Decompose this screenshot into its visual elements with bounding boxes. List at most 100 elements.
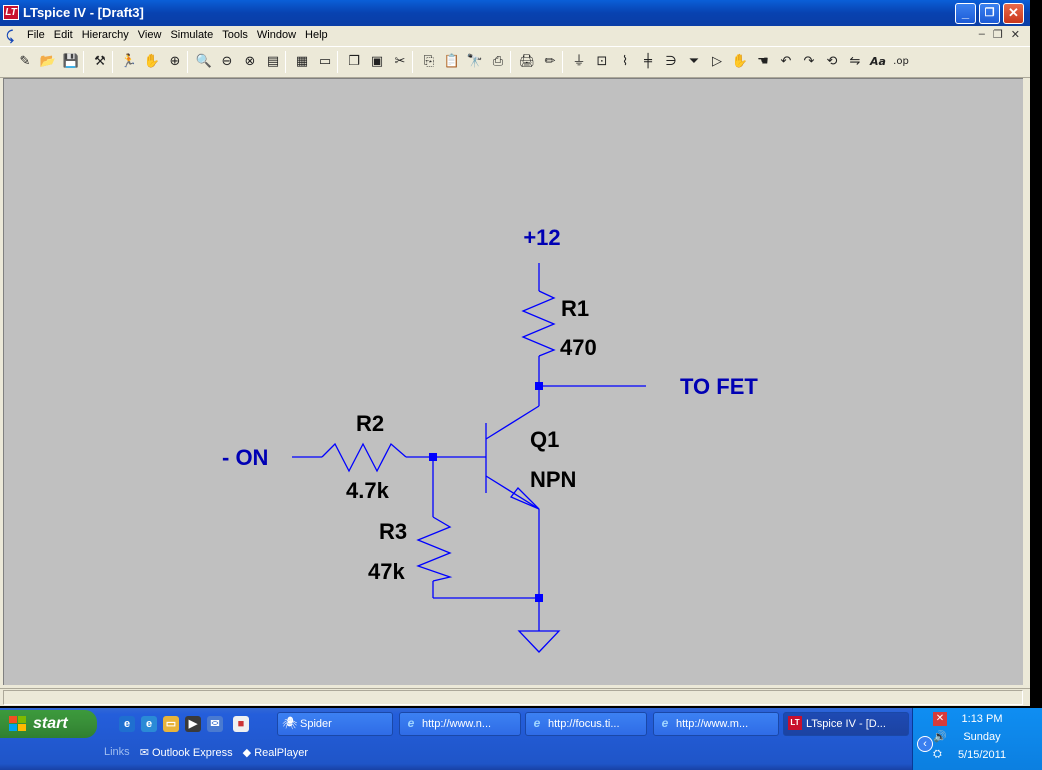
- ie-icon[interactable]: e: [141, 716, 157, 732]
- to-fet-label[interactable]: TO FET: [680, 374, 758, 399]
- print-setup-icon[interactable]: ⎙: [492, 54, 504, 69]
- toolbar: ✎ 📂 💾 ⚒ 🏃 ✋ ⊕ 🔍 ⊖ ⊗ ▤ ▦ ▭ ❐ ▣ ✂ ⎘ 📋 🔭 ⎙ 🖨 ✏ ⏚ ⊡ ⌇ ╪ ∋ ⏷ ▷ ✋ ☚ ↶ ↷ ⟲ ⇋ Aa .op: [0, 46, 1030, 78]
- toolbar-separator: [83, 51, 84, 73]
- tile-icon[interactable]: ▭: [318, 54, 332, 69]
- drag-icon[interactable]: ☚: [757, 54, 769, 69]
- menu-window[interactable]: Window: [256, 29, 297, 41]
- junction-collector: [535, 382, 543, 390]
- ground-icon[interactable]: ⏚: [572, 54, 586, 69]
- r3-value[interactable]: 47k: [368, 559, 405, 584]
- find-icon[interactable]: 🔭: [466, 54, 484, 69]
- outlook-icon[interactable]: ✉: [207, 716, 223, 732]
- redo-icon[interactable]: ↷: [803, 54, 815, 69]
- vcc-label[interactable]: +12: [523, 225, 560, 250]
- junction-ground: [535, 594, 543, 602]
- zoom-cancel-icon[interactable]: ⊗: [244, 54, 256, 69]
- menu-file[interactable]: File: [27, 29, 45, 41]
- cut-icon[interactable]: ✂: [394, 54, 406, 69]
- mdi-restore-button[interactable]: ❐: [992, 29, 1003, 41]
- resistor-r2[interactable]: [321, 442, 407, 473]
- menu-hierarchy[interactable]: Hierarchy: [81, 29, 129, 41]
- realplayer-link[interactable]: ◆ RealPlayer: [242, 747, 308, 759]
- volume-icon[interactable]: 🔊: [933, 731, 947, 743]
- spice-directive-icon[interactable]: .op: [893, 56, 909, 67]
- print-icon[interactable]: 🖨: [518, 54, 536, 69]
- media-player-icon[interactable]: ▶: [185, 716, 201, 732]
- run-icon[interactable]: 🏃: [120, 54, 138, 69]
- resistor-icon[interactable]: ⌇: [621, 54, 629, 69]
- copy-icon[interactable]: ⎘: [423, 54, 435, 69]
- control-panel-icon[interactable]: ⚒: [94, 54, 106, 69]
- mdi-close-button[interactable]: ✕: [1010, 29, 1020, 41]
- resistor-r1[interactable]: [521, 290, 556, 357]
- halt-icon[interactable]: ✋: [143, 54, 161, 69]
- autorange-icon[interactable]: ▤: [266, 54, 280, 69]
- toolbar-separator: [412, 51, 413, 73]
- menu-edit[interactable]: Edit: [53, 29, 73, 41]
- grid-icon[interactable]: ▦: [295, 54, 309, 69]
- mdi-minimize-button[interactable]: –: [978, 28, 985, 40]
- new-schematic-icon[interactable]: ✎: [19, 54, 31, 69]
- document-system-menu-icon[interactable]: ⤹: [6, 28, 14, 43]
- menu-simulate[interactable]: Simulate: [170, 29, 214, 41]
- clock-day: Sunday: [963, 731, 1001, 743]
- label-net-icon[interactable]: ⊡: [596, 54, 608, 69]
- close-window-icon[interactable]: ▣: [370, 54, 384, 69]
- zoom-in-icon[interactable]: ⊕: [169, 54, 181, 69]
- zoom-out-icon[interactable]: ⊖: [221, 54, 233, 69]
- q1-name[interactable]: Q1: [530, 427, 559, 452]
- transistor-q1[interactable]: [485, 405, 540, 510]
- title-bar[interactable]: LT LTspice IV - [Draft3] _ ❐ ✕: [0, 0, 1030, 26]
- mdi-controls: – ❐ ✕: [979, 28, 1020, 41]
- windows-logo-icon: [9, 716, 26, 731]
- rotate-icon[interactable]: ⟲: [826, 54, 838, 69]
- cascade-icon[interactable]: ❐: [348, 54, 360, 69]
- taskbar-task-1[interactable]: 🕷Spider: [277, 712, 393, 736]
- close-button[interactable]: ✕: [1003, 3, 1024, 24]
- text-icon[interactable]: Aa: [870, 55, 886, 68]
- r2-name[interactable]: R2: [356, 411, 384, 436]
- folder-icon[interactable]: ▭: [163, 716, 179, 732]
- menu-view[interactable]: View: [137, 29, 162, 41]
- links-label: Links: [104, 746, 130, 758]
- alert-icon[interactable]: ✕: [933, 712, 947, 726]
- q1-value[interactable]: NPN: [530, 467, 576, 492]
- save-icon[interactable]: 💾: [62, 54, 80, 69]
- ground-symbol[interactable]: [517, 630, 561, 653]
- on-input-label[interactable]: - ON: [222, 445, 268, 470]
- r2-value[interactable]: 4.7k: [346, 478, 390, 503]
- show-hidden-icons-button[interactable]: ‹: [917, 736, 933, 752]
- start-button[interactable]: start: [0, 710, 97, 738]
- diode-icon[interactable]: ⏷: [688, 54, 700, 69]
- capacitor-icon[interactable]: ╪: [644, 54, 652, 69]
- open-icon[interactable]: 📂: [39, 54, 57, 69]
- outlook-express-link[interactable]: ✉ Outlook Express: [139, 747, 233, 759]
- toolbar-separator: [510, 51, 511, 73]
- resistor-r3[interactable]: [416, 516, 453, 582]
- paint-icon[interactable]: ■: [233, 716, 249, 732]
- component-icon[interactable]: ▷: [712, 54, 722, 69]
- draw-wire-icon[interactable]: ✏: [544, 54, 556, 69]
- ltspice-app-icon[interactable]: LT: [3, 5, 19, 20]
- network-icon[interactable]: ⛭: [933, 748, 942, 760]
- zoom-area-icon[interactable]: 🔍: [195, 54, 213, 69]
- internet-explorer-icon[interactable]: e: [119, 716, 135, 732]
- schematic-canvas[interactable]: +12 TO FET - ON R1 470 R2 4.7k R3 47k Q1…: [3, 78, 1023, 685]
- r1-value[interactable]: 470: [560, 335, 597, 360]
- paste-icon[interactable]: 📋: [443, 54, 461, 69]
- r1-name[interactable]: R1: [561, 296, 589, 321]
- r3-name[interactable]: R3: [379, 519, 407, 544]
- minimize-button[interactable]: _: [955, 3, 976, 24]
- inductor-icon[interactable]: ∋: [665, 54, 677, 69]
- undo-icon[interactable]: ↶: [780, 54, 792, 69]
- mirror-icon[interactable]: ⇋: [849, 54, 861, 69]
- move-icon[interactable]: ✋: [731, 54, 749, 69]
- maximize-button[interactable]: ❐: [979, 3, 1000, 24]
- menu-tools[interactable]: Tools: [222, 29, 248, 41]
- menu-help[interactable]: Help: [305, 29, 328, 41]
- clock-time[interactable]: 1:13 PM: [961, 713, 1003, 725]
